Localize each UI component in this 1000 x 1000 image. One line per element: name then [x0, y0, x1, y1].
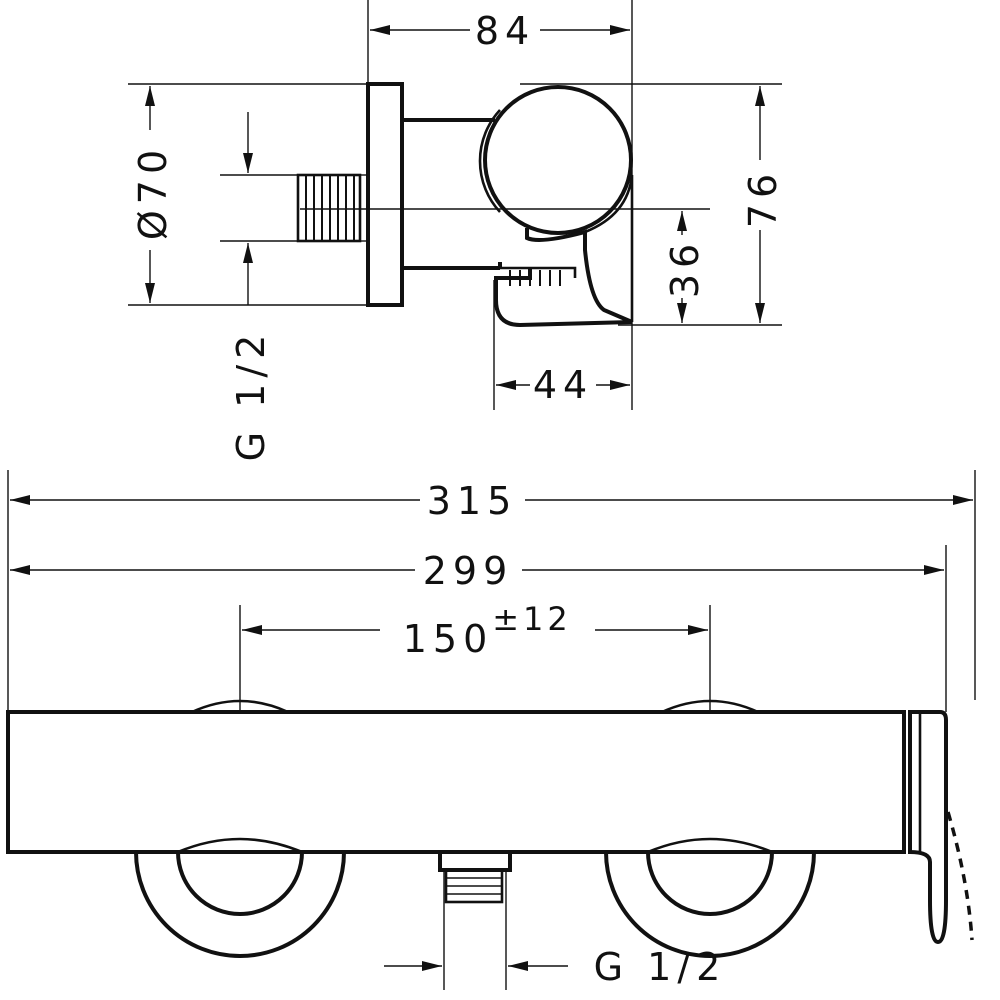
dimension-315: 315: [10, 479, 973, 523]
outlet-connector-front: [438, 850, 512, 904]
rosette-left-top: [191, 699, 289, 714]
lever-swing-path: [946, 811, 974, 941]
mixer-body-front: [6, 710, 906, 854]
dimension-44: 44: [496, 363, 630, 407]
dimension-150-label: 150: [403, 617, 494, 661]
dimension-36: 36: [663, 211, 707, 323]
dimension-84: 84: [370, 9, 630, 53]
side-view: 84 Ø70 G 1/2 76 36 4: [128, 0, 785, 461]
dimension-thread-side: G 1/2: [229, 112, 273, 461]
dimension-150: 150 ±12: [242, 600, 708, 661]
dimension-299: 299: [10, 549, 944, 593]
outlet-body-side: [494, 228, 633, 328]
rosette-right-bottom: [604, 837, 816, 958]
thread-front-label: G 1/2: [594, 945, 727, 989]
dimension-315-label: 315: [427, 479, 518, 523]
dimension-36-label: 36: [663, 238, 707, 298]
dimension-150-tolerance: ±12: [492, 600, 572, 638]
rosette-left-bottom: [134, 837, 346, 958]
dimension-76-label: 76: [741, 168, 785, 228]
threaded-connector-side: [296, 173, 368, 243]
dimension-diameter-70: Ø70: [131, 86, 175, 303]
front-view: 315 299 150 ±12 G 1/2: [6, 470, 976, 990]
thread-side-label: G 1/2: [229, 329, 273, 462]
dimension-diameter-label: Ø70: [131, 144, 175, 240]
wall-plate: [366, 82, 404, 307]
rosette-right-top: [661, 699, 759, 714]
lever-handle-front: [908, 710, 974, 945]
dimension-44-label: 44: [533, 363, 593, 407]
dimension-299-label: 299: [423, 549, 514, 593]
handle-disc-side: [483, 85, 633, 235]
dimension-thread-front: G 1/2: [384, 945, 727, 989]
dimension-84-label: 84: [475, 9, 535, 53]
dimension-76: 76: [741, 86, 785, 323]
